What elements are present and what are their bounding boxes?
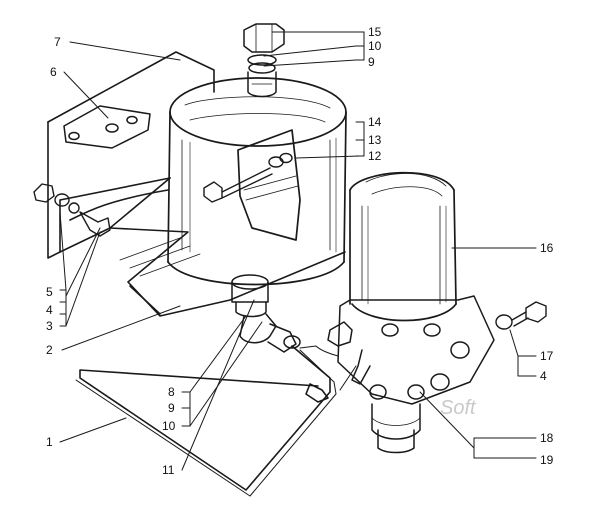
receiver-tank — [167, 77, 347, 286]
watermark: Soft — [440, 397, 477, 419]
callout-13: 13 — [368, 133, 382, 147]
callout-19: 19 — [540, 453, 554, 467]
callout-labels: 1 2 3 4 5 6 7 8 9 10 11 15 10 9 14 13 12… — [46, 25, 554, 477]
air-pipe — [75, 345, 339, 497]
callout-16: 16 — [540, 241, 554, 255]
callout-14: 14 — [368, 115, 382, 129]
mounting-bracket — [47, 51, 346, 317]
callout-7: 7 — [54, 35, 61, 49]
bolt-left — [33, 183, 111, 237]
callout-9-lower: 9 — [168, 401, 175, 415]
callout-12: 12 — [368, 149, 382, 163]
callout-3: 3 — [46, 319, 53, 333]
bolt-right — [495, 301, 547, 330]
bracket-tab — [63, 105, 151, 149]
callout-15: 15 — [368, 25, 382, 39]
callout-9-upper: 9 — [368, 55, 375, 69]
callout-18: 18 — [540, 431, 554, 445]
dryer-valve-body — [327, 295, 495, 454]
lower-fitting — [231, 274, 301, 353]
callout-4-right: 4 — [540, 369, 547, 383]
drain-plug — [243, 23, 285, 98]
callout-8: 8 — [168, 385, 175, 399]
callout-1: 1 — [46, 435, 53, 449]
leader-lines — [59, 31, 537, 471]
callout-17: 17 — [540, 349, 554, 363]
callout-2: 2 — [46, 343, 53, 357]
bolt-12 — [203, 152, 293, 203]
callout-6: 6 — [50, 65, 57, 79]
callout-4-left: 4 — [46, 303, 53, 317]
callout-10-upper: 10 — [368, 39, 382, 53]
callout-10-lower: 10 — [162, 419, 176, 433]
callout-11: 11 — [162, 463, 175, 477]
callout-5: 5 — [46, 285, 53, 299]
air-dryer-cylinder — [349, 171, 457, 322]
